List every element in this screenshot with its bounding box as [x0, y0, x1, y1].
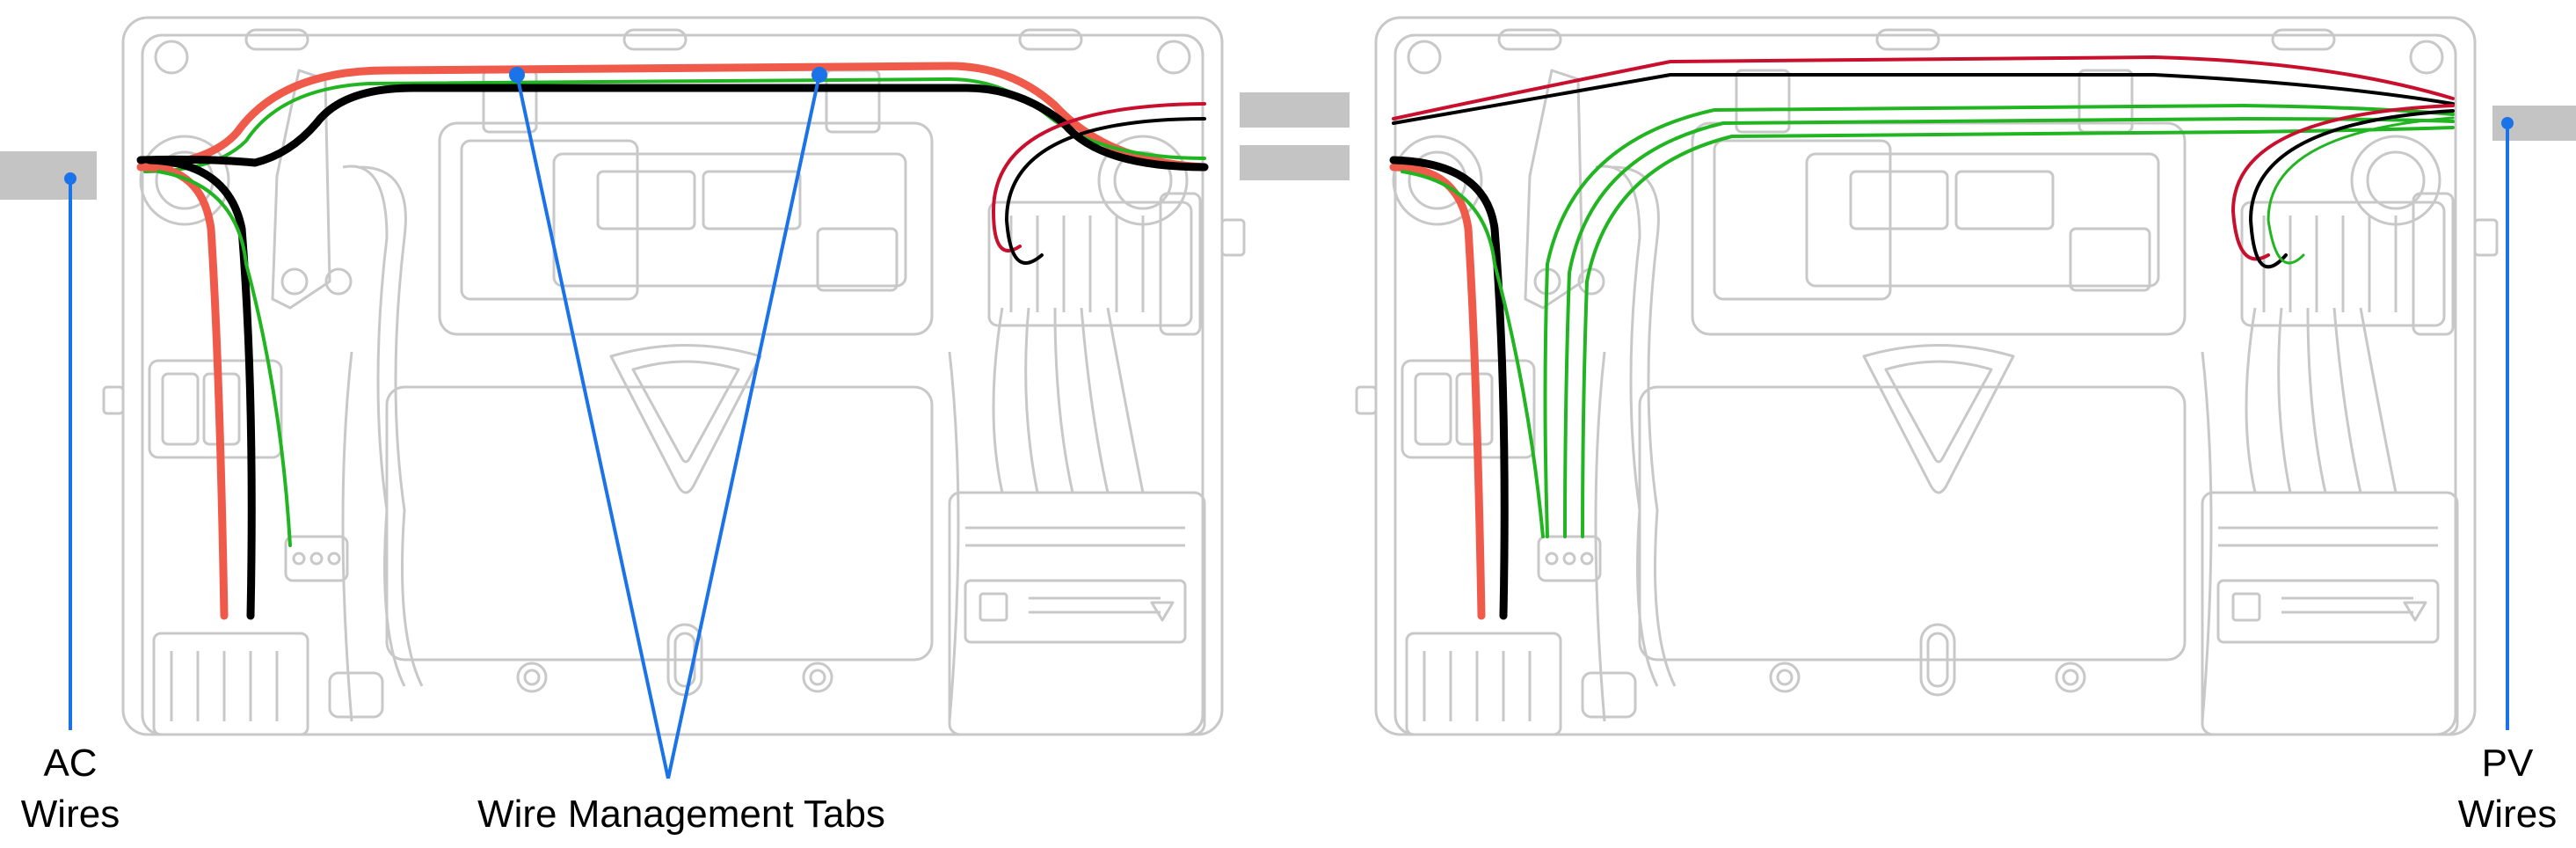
pv-callout: [2501, 117, 2514, 730]
ac-wires-label-line2: Wires: [21, 793, 120, 836]
ac-red-drop: [141, 163, 229, 620]
tabs-callout: [509, 67, 827, 779]
ac-callout: [64, 172, 76, 730]
pv-wires-label-line2: Wires: [2458, 793, 2557, 836]
ac-conduit-left: [0, 151, 97, 200]
ac-green-wire: [143, 77, 1206, 173]
pv-wire-bundle: [1389, 55, 2455, 620]
conduit-middle-top: [1240, 92, 1350, 128]
pv-left-red: [1389, 163, 1486, 620]
right-enclosure: [1355, 16, 2576, 736]
pv-right-loop-green: [2267, 116, 2455, 265]
ac-wire-bundle: [136, 62, 1209, 620]
pv-right-loop-black: [2249, 109, 2455, 269]
ac-wires-label-line1: AC: [43, 742, 97, 785]
pv-green-3: [1581, 126, 2455, 538]
pv-red-top: [1392, 55, 2455, 121]
ac-right-loop-black: [1005, 117, 1206, 265]
ac-green-drop: [156, 170, 292, 547]
pv-black-top: [1392, 73, 2455, 125]
pv-green-1: [1543, 104, 2455, 538]
ac-black-drop: [145, 156, 256, 620]
conduit-middle-bottom: [1240, 145, 1350, 180]
ac-red-wire: [136, 62, 1209, 172]
ac-right-loop-red: [992, 102, 1206, 252]
wire-management-tabs-label: Wire Management Tabs: [477, 793, 885, 836]
ac-black-wire: [136, 84, 1209, 172]
pv-right-loop-red: [2231, 104, 2455, 261]
pv-left-black: [1389, 156, 1509, 620]
pv-left-green: [1401, 170, 1545, 538]
pv-wires-label-line1: PV: [2482, 742, 2534, 785]
left-enclosure: [0, 16, 1350, 779]
pv-green-2: [1563, 117, 2455, 538]
